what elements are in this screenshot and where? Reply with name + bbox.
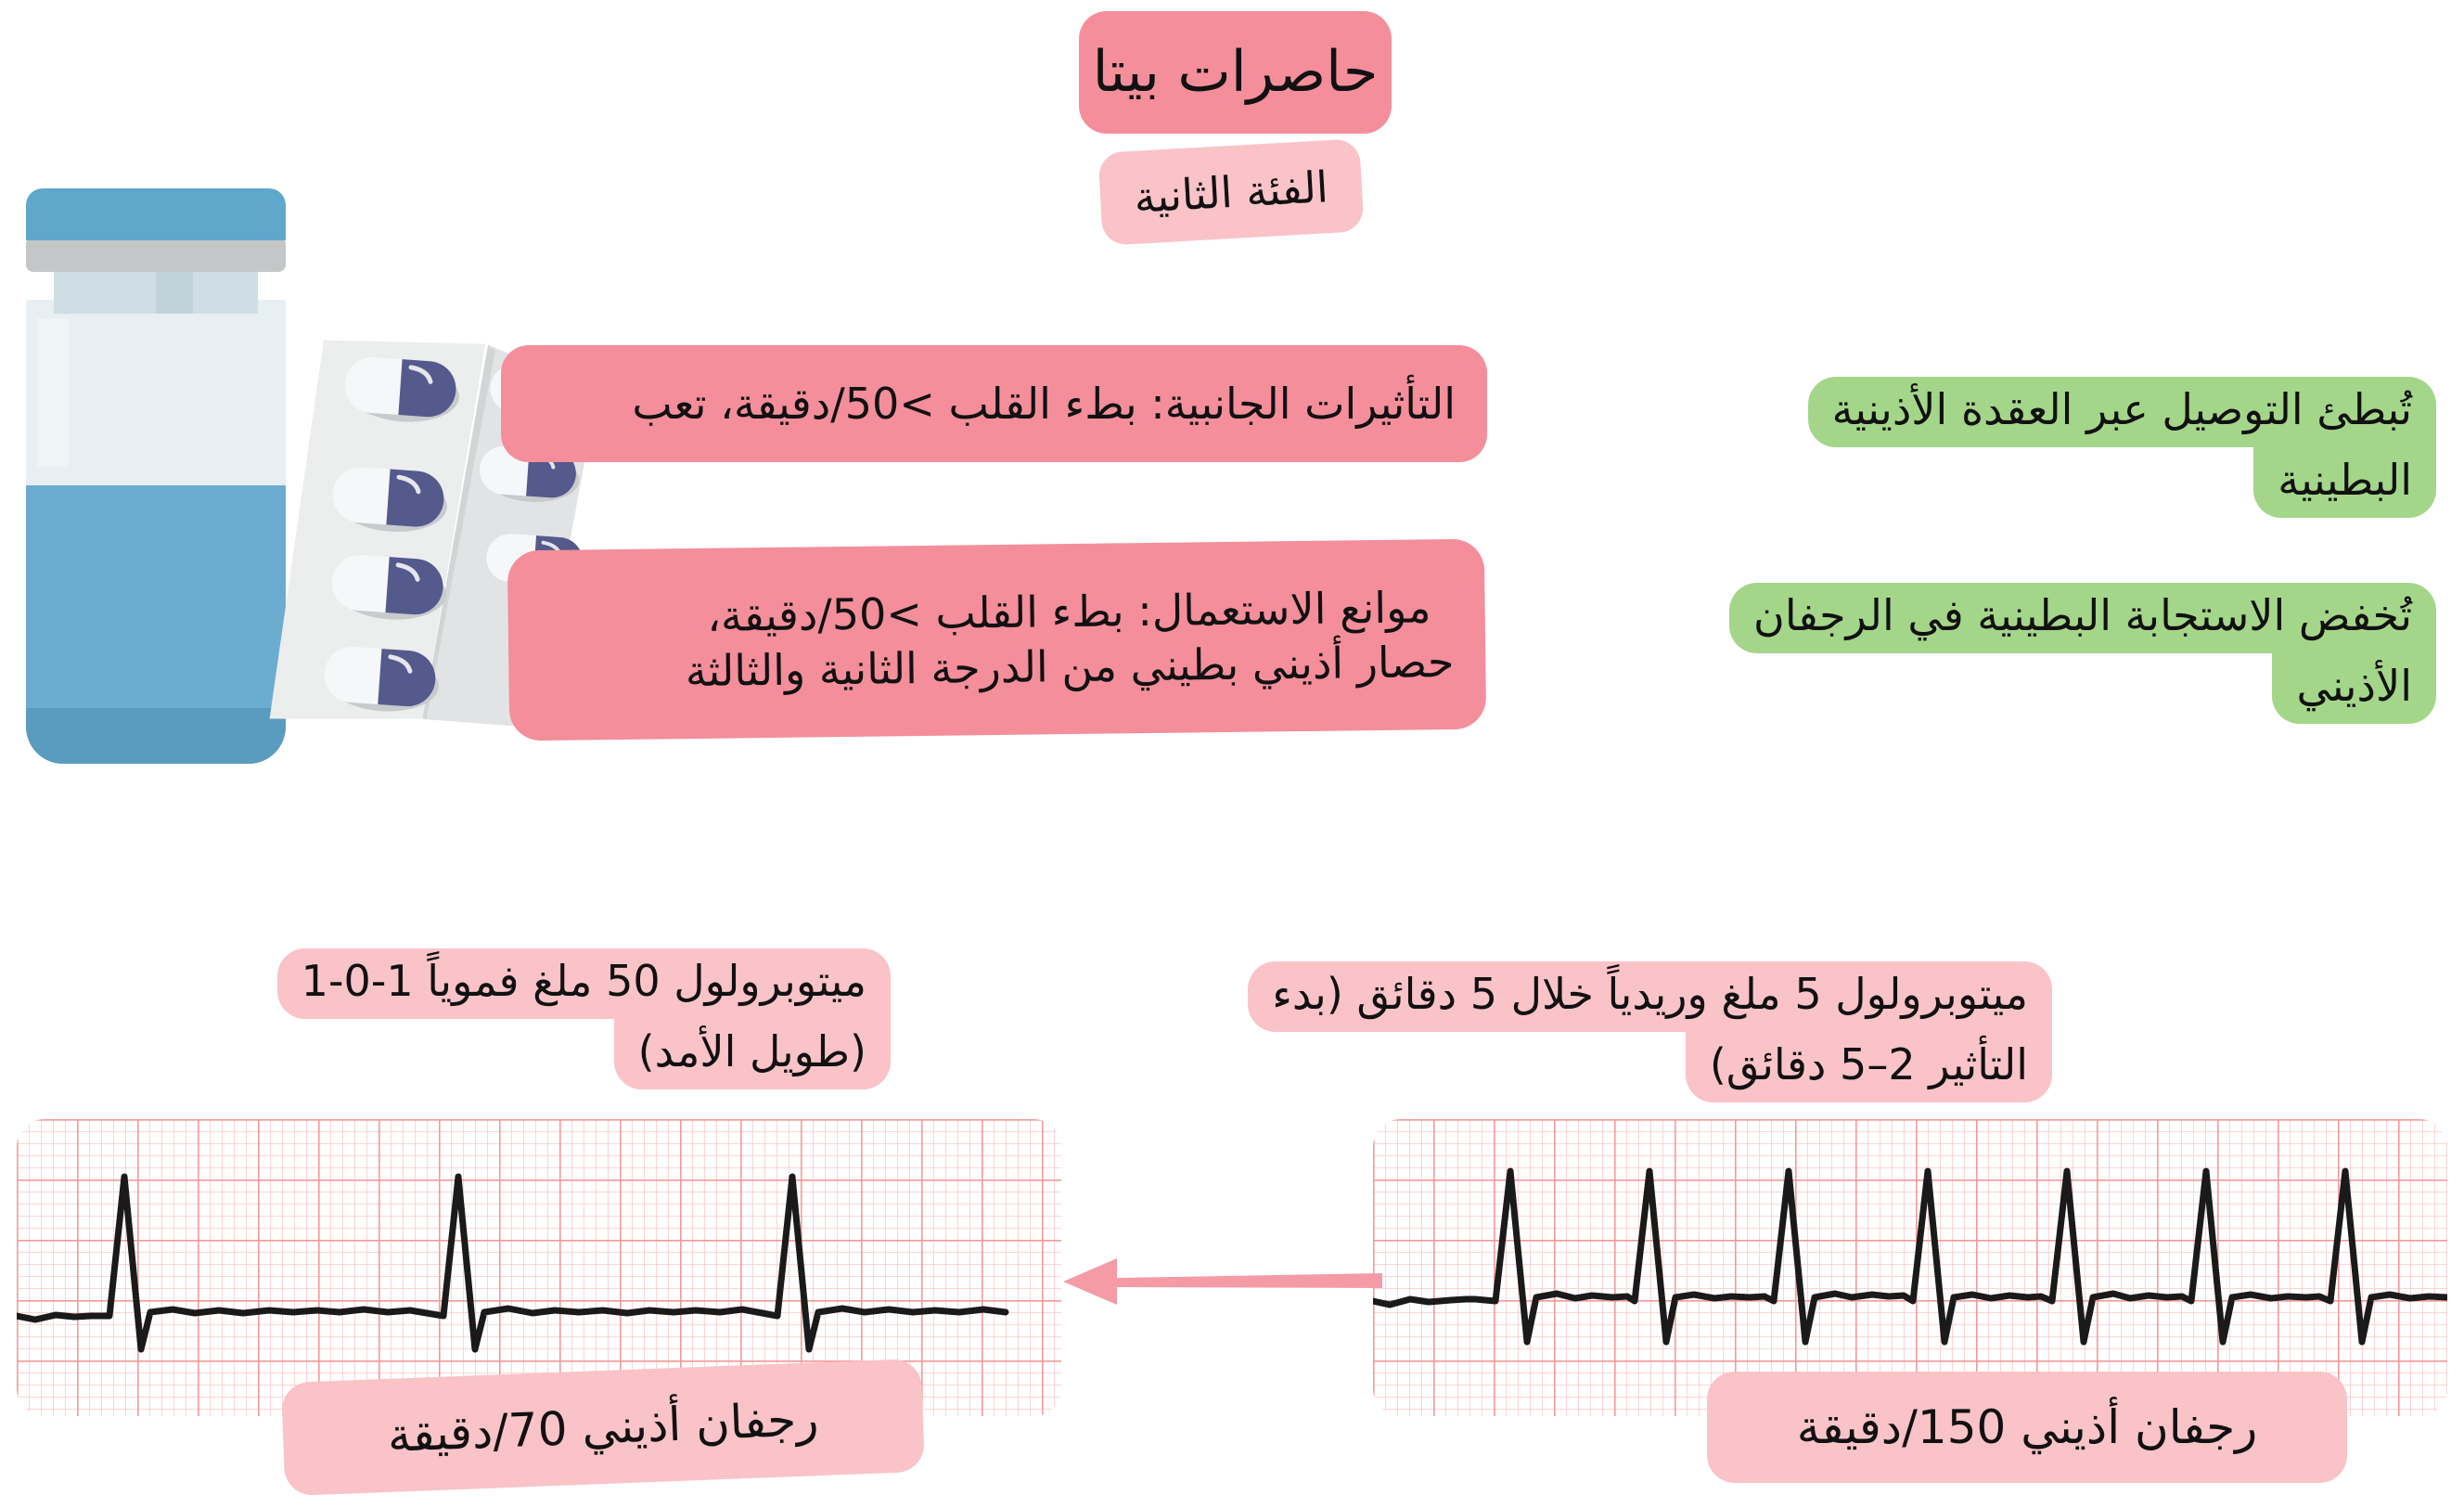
mechanism-callout-av-conduction: تُبطئ التوصيل عبر العقدة الأذينية البطين… [1653,377,2436,518]
side-effects-callout: التأثيرات الجانبية: بطء القلب >50/دقيقة،… [501,345,1487,462]
medication-vial-illustration [17,188,295,782]
dose-callout-intravenous: ميتوبرولول 5 ملغ وريدياً خلال 5 دقائق (ب… [1113,961,2052,1102]
ecg-strip-before-treatment [1373,1119,2447,1416]
mechanism-line-2: البطينية [2253,446,2436,518]
dose-line-1: ميتوبرولول 5 ملغ وريدياً خلال 5 دقائق (ب… [1248,961,2052,1032]
mechanism-line-1: تُبطئ التوصيل عبر العقدة الأذينية [1807,377,2436,447]
dose-line-2: التأثير 2–5 دقائق) [1685,1031,2052,1102]
treatment-flow-arrow-icon [1058,1249,1382,1314]
page-title: حاصرات بيتا [1079,11,1392,134]
dose-line-1: ميتوبرولول 50 ملغ فموياً 1-0-1 [276,948,891,1019]
contraindications-callout: موانع الاستعمال: بطء القلب >50/دقيقة، حص… [507,538,1487,741]
dose-line-2: (طويل الأمد) [613,1018,891,1089]
ecg-strip-after-treatment [17,1119,1061,1416]
mechanism-line-2: الأذيني [2272,652,2436,724]
ecg-trace-150 [1373,1119,2447,1416]
ecg-trace-70 [17,1119,1061,1416]
mechanism-callout-ventricular-response: تُخفض الاستجابة البطينية في الرجفان الأذ… [1577,583,2436,724]
mechanism-line-1: تُخفض الاستجابة البطينية في الرجفان [1729,583,2436,653]
ecg-caption-after: رجفان أذيني 70/دقيقة [280,1358,926,1497]
ecg-caption-before: رجفان أذيني 150/دقيقة [1707,1372,2347,1483]
dose-callout-oral: ميتوبرولول 50 ملغ فموياً 1-0-1 (طويل الأ… [148,948,891,1089]
class-subtitle-badge: الفئة الثانية [1097,138,1365,246]
